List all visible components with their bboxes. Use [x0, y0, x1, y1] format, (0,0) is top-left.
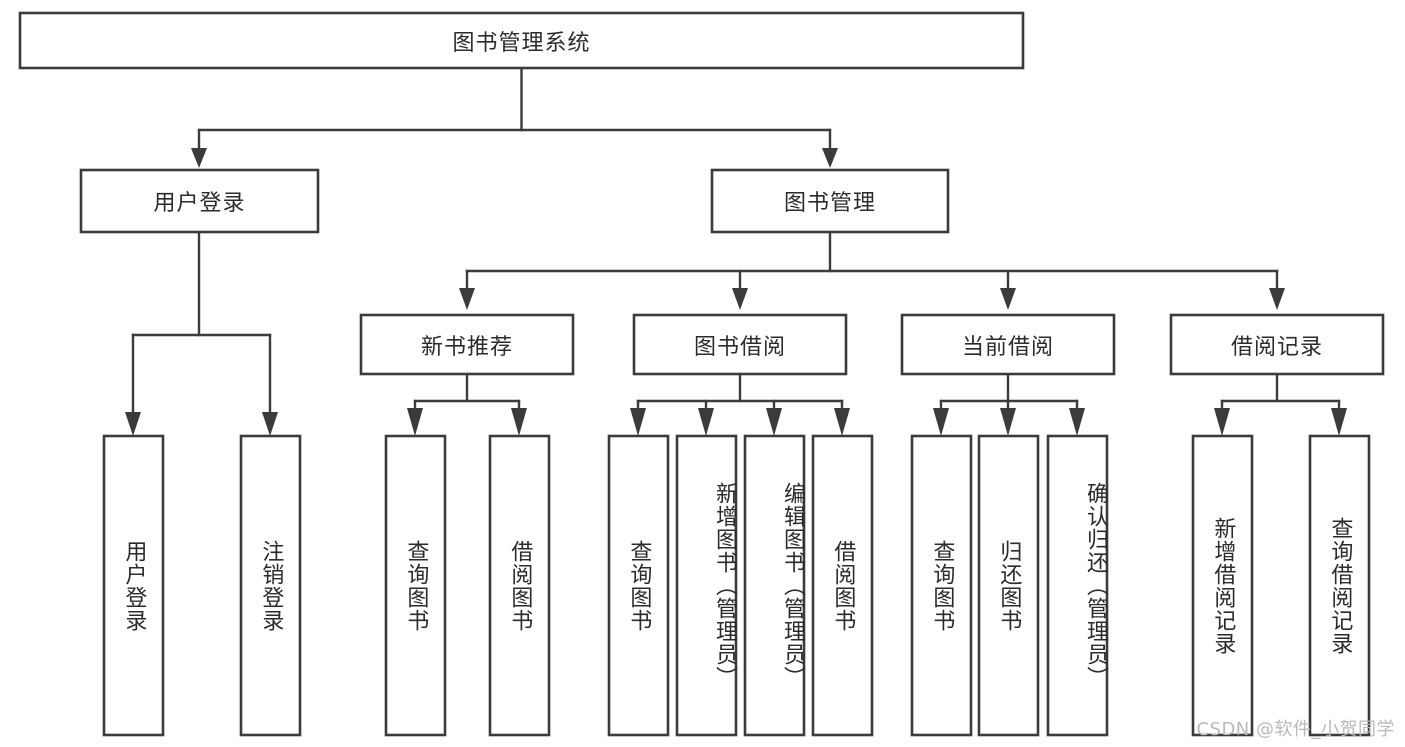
node-box-new-book-recommend[interactable] — [359, 313, 575, 376]
leaf-box-book-borrow-3[interactable] — [811, 434, 874, 737]
connector-group-borrow-records-leaves — [1214, 372, 1347, 436]
leaf-box-borrow-records-1[interactable] — [1308, 434, 1371, 737]
arrow-head-leaf-borrow-records-2 — [1331, 408, 1347, 436]
node-box-current-borrow[interactable] — [900, 313, 1116, 376]
node-box-book-manage[interactable] — [710, 168, 950, 234]
arrow-head-borrow-records — [1269, 288, 1285, 310]
arrow-head-leaf-borrow-records-1 — [1214, 408, 1230, 436]
connector-group-book-manage-to-level3 — [459, 230, 1285, 310]
arrow-head-new-book — [459, 288, 475, 310]
leaf-box-book-borrow-2[interactable] — [743, 434, 806, 737]
node-box-root[interactable] — [18, 11, 1025, 70]
node-box-borrow-records[interactable] — [1169, 313, 1385, 376]
node-box-user-login[interactable] — [79, 168, 320, 234]
arrow-head-leaf-current-borrow-3 — [1069, 408, 1085, 436]
arrow-head-current-borrow — [1000, 288, 1016, 310]
connector-group-root-to-level2 — [191, 66, 838, 168]
arrow-head-user-login — [191, 148, 207, 168]
arrow-head-leaf-new-book-1 — [407, 408, 423, 436]
arrow-head-leaf-current-borrow-2 — [1000, 408, 1016, 436]
arrow-head-leaf-new-book-2 — [511, 408, 527, 436]
connector-group-new-book-leaves — [407, 372, 527, 436]
arrow-head-leaf-book-borrow-2 — [698, 408, 714, 436]
arrow-head-leaf-book-borrow-4 — [834, 408, 850, 436]
arrow-head-book-manage — [822, 148, 838, 168]
leaf-box-current-borrow-0[interactable] — [910, 434, 973, 737]
arrow-head-leaf-current-borrow-1 — [933, 408, 949, 436]
connector-group-book-borrow-leaves — [630, 372, 850, 436]
arrow-head-book-borrow — [732, 288, 748, 310]
arrow-head-leaf-book-borrow-3 — [766, 408, 782, 436]
leaf-box-current-borrow-2[interactable] — [1046, 434, 1109, 737]
arrow-head-leaf-user-login-2 — [262, 412, 278, 436]
leaf-box-book-borrow-0[interactable] — [607, 434, 670, 737]
leaf-box-user-login-1[interactable] — [239, 434, 302, 737]
arrow-head-leaf-book-borrow-1 — [630, 408, 646, 436]
connector-group-current-borrow-leaves — [933, 372, 1085, 436]
node-box-book-borrow[interactable] — [632, 313, 848, 376]
leaf-box-borrow-records-0[interactable] — [1191, 434, 1254, 737]
connector-group-user-login-leaves — [125, 230, 278, 436]
leaf-box-book-borrow-1[interactable] — [675, 434, 738, 737]
leaf-box-new-book-1[interactable] — [488, 434, 551, 737]
leaf-box-current-borrow-1[interactable] — [977, 434, 1040, 737]
arrow-head-leaf-user-login-1 — [125, 412, 141, 436]
leaf-box-user-login-0[interactable] — [102, 434, 165, 737]
leaf-box-new-book-0[interactable] — [384, 434, 447, 737]
